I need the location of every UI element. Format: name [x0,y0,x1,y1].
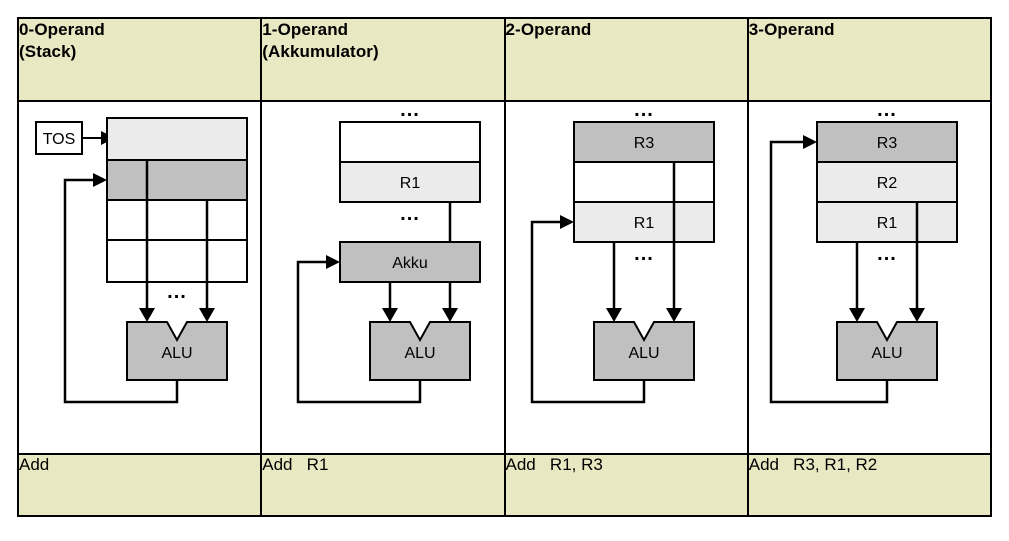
instruction-text: Add R3, R1, R2 [748,454,878,474]
header-line1: 0-Operand [19,20,105,39]
diagram-cell-2-operand: ... R3 R1 ... [503,99,749,455]
operand-arrow-left [382,307,399,322]
diagram-row: TOS [16,99,993,455]
alu-label: ALU [628,345,659,362]
alu-shape [369,320,472,381]
diagram-cell-0-operand: TOS [16,99,263,455]
instruction-text: Add R1, R3 [505,454,603,474]
header-line1: 2-Operand [505,20,592,39]
register-ellipsis-bottom: ... [400,203,420,225]
alu-feedback-arrow-head [326,254,341,269]
header-row: 0-Operand (Stack) 1-Operand (Akkumulator… [16,17,993,102]
alu-feedback-path [297,260,422,403]
register-cell-1 [572,160,715,203]
register-ellipsis-bottom: ... [634,243,654,265]
alu-label: ALU [405,345,436,362]
header-cell-1-operand: 1-Operand (Akkumulator) [260,17,506,102]
two-operand-diagram: ... R3 R1 ... [506,102,747,442]
register-ellipsis-top: ... [634,102,654,121]
register-ellipsis-top: ... [877,102,897,121]
stack-cell-1 [106,158,248,201]
operand-arrow-right [665,307,682,322]
header-title-3-operand: 3-Operand [749,19,990,41]
operand-comparison-table: 0-Operand (Stack) 1-Operand (Akkumulator… [16,17,993,518]
stack-ellipsis: ... [167,281,187,303]
alu-feedback-path [769,140,888,403]
header-line1: 3-Operand [748,20,835,39]
stack-diagram: TOS [19,102,260,442]
alu-feedback-arrow-head [559,214,574,229]
operand-arrow-left [605,307,622,322]
register-cell-0-label: R3 [633,135,654,152]
alu-label: ALU [871,345,902,362]
instruction-text: Add R1 [262,454,329,474]
instruction-text: Add [19,454,50,474]
header-cell-0-operand: 0-Operand (Stack) [16,17,263,102]
accumulator-label: Akku [392,255,428,272]
header-line1: 1-Operand [262,20,349,39]
register-cell-1 [339,160,482,203]
header-title-1-operand: 1-Operand (Akkumulator) [262,19,503,63]
header-line2: (Akkumulator) [262,41,379,61]
register-cell-0 [339,120,482,163]
alu-shape [126,320,228,381]
stack-cell-3 [106,238,248,283]
tos-box [35,120,83,155]
accumulator-diagram: ... R1 ... Akku [262,102,503,442]
register-ellipsis-bottom: ... [877,243,897,265]
register-ellipsis-top: ... [400,102,420,121]
register-cell-2 [815,200,958,243]
register-cell-2-label: R1 [633,215,654,232]
instruction-row: Add Add R1 Add R1, R3 Add R3, R1, R2 [16,452,993,518]
instruction-cell-0-operand: Add [16,452,263,518]
alu-feedback-path [530,220,645,403]
operand-arrow-left [848,307,865,322]
register-cell-1-label: R1 [400,175,421,192]
register-cell-2 [572,200,715,243]
register-cell-2-label: R1 [877,215,898,232]
stack-cell-0 [106,116,248,161]
stack-cell-2 [106,198,248,241]
diagram-cell-3-operand: ... R3 R2 R1 ... [746,99,993,455]
operand-arrow-right [908,307,925,322]
diagram-cell-1-operand: ... R1 ... Akku [260,99,506,455]
register-cell-0-label: R3 [877,135,898,152]
instruction-cell-1-operand: Add R1 [260,452,506,518]
tos-label: TOS [43,131,76,148]
alu-feedback-arrow-head [802,134,817,149]
register-cell-1 [815,160,958,203]
instruction-cell-2-operand: Add R1, R3 [503,452,749,518]
alu-feedback-arrow-head [93,172,107,187]
header-title-0-operand: 0-Operand (Stack) [19,19,260,63]
header-cell-3-operand: 3-Operand [746,17,993,102]
header-cell-2-operand: 2-Operand [503,17,749,102]
alu-label: ALU [161,345,192,362]
instruction-cell-3-operand: Add R3, R1, R2 [746,452,993,518]
alu-shape [592,320,695,381]
alu-feedback-path [63,178,179,403]
alu-shape [835,320,938,381]
operand-arrow-right [442,307,459,322]
header-line2: (Stack) [19,41,77,61]
accumulator-box [339,240,482,283]
operand-arrow-left [139,307,155,322]
three-operand-diagram: ... R3 R2 R1 ... [749,102,990,442]
header-title-2-operand: 2-Operand [506,19,747,41]
operand-arrow-right [199,307,215,322]
register-cell-1-label: R2 [877,175,898,192]
